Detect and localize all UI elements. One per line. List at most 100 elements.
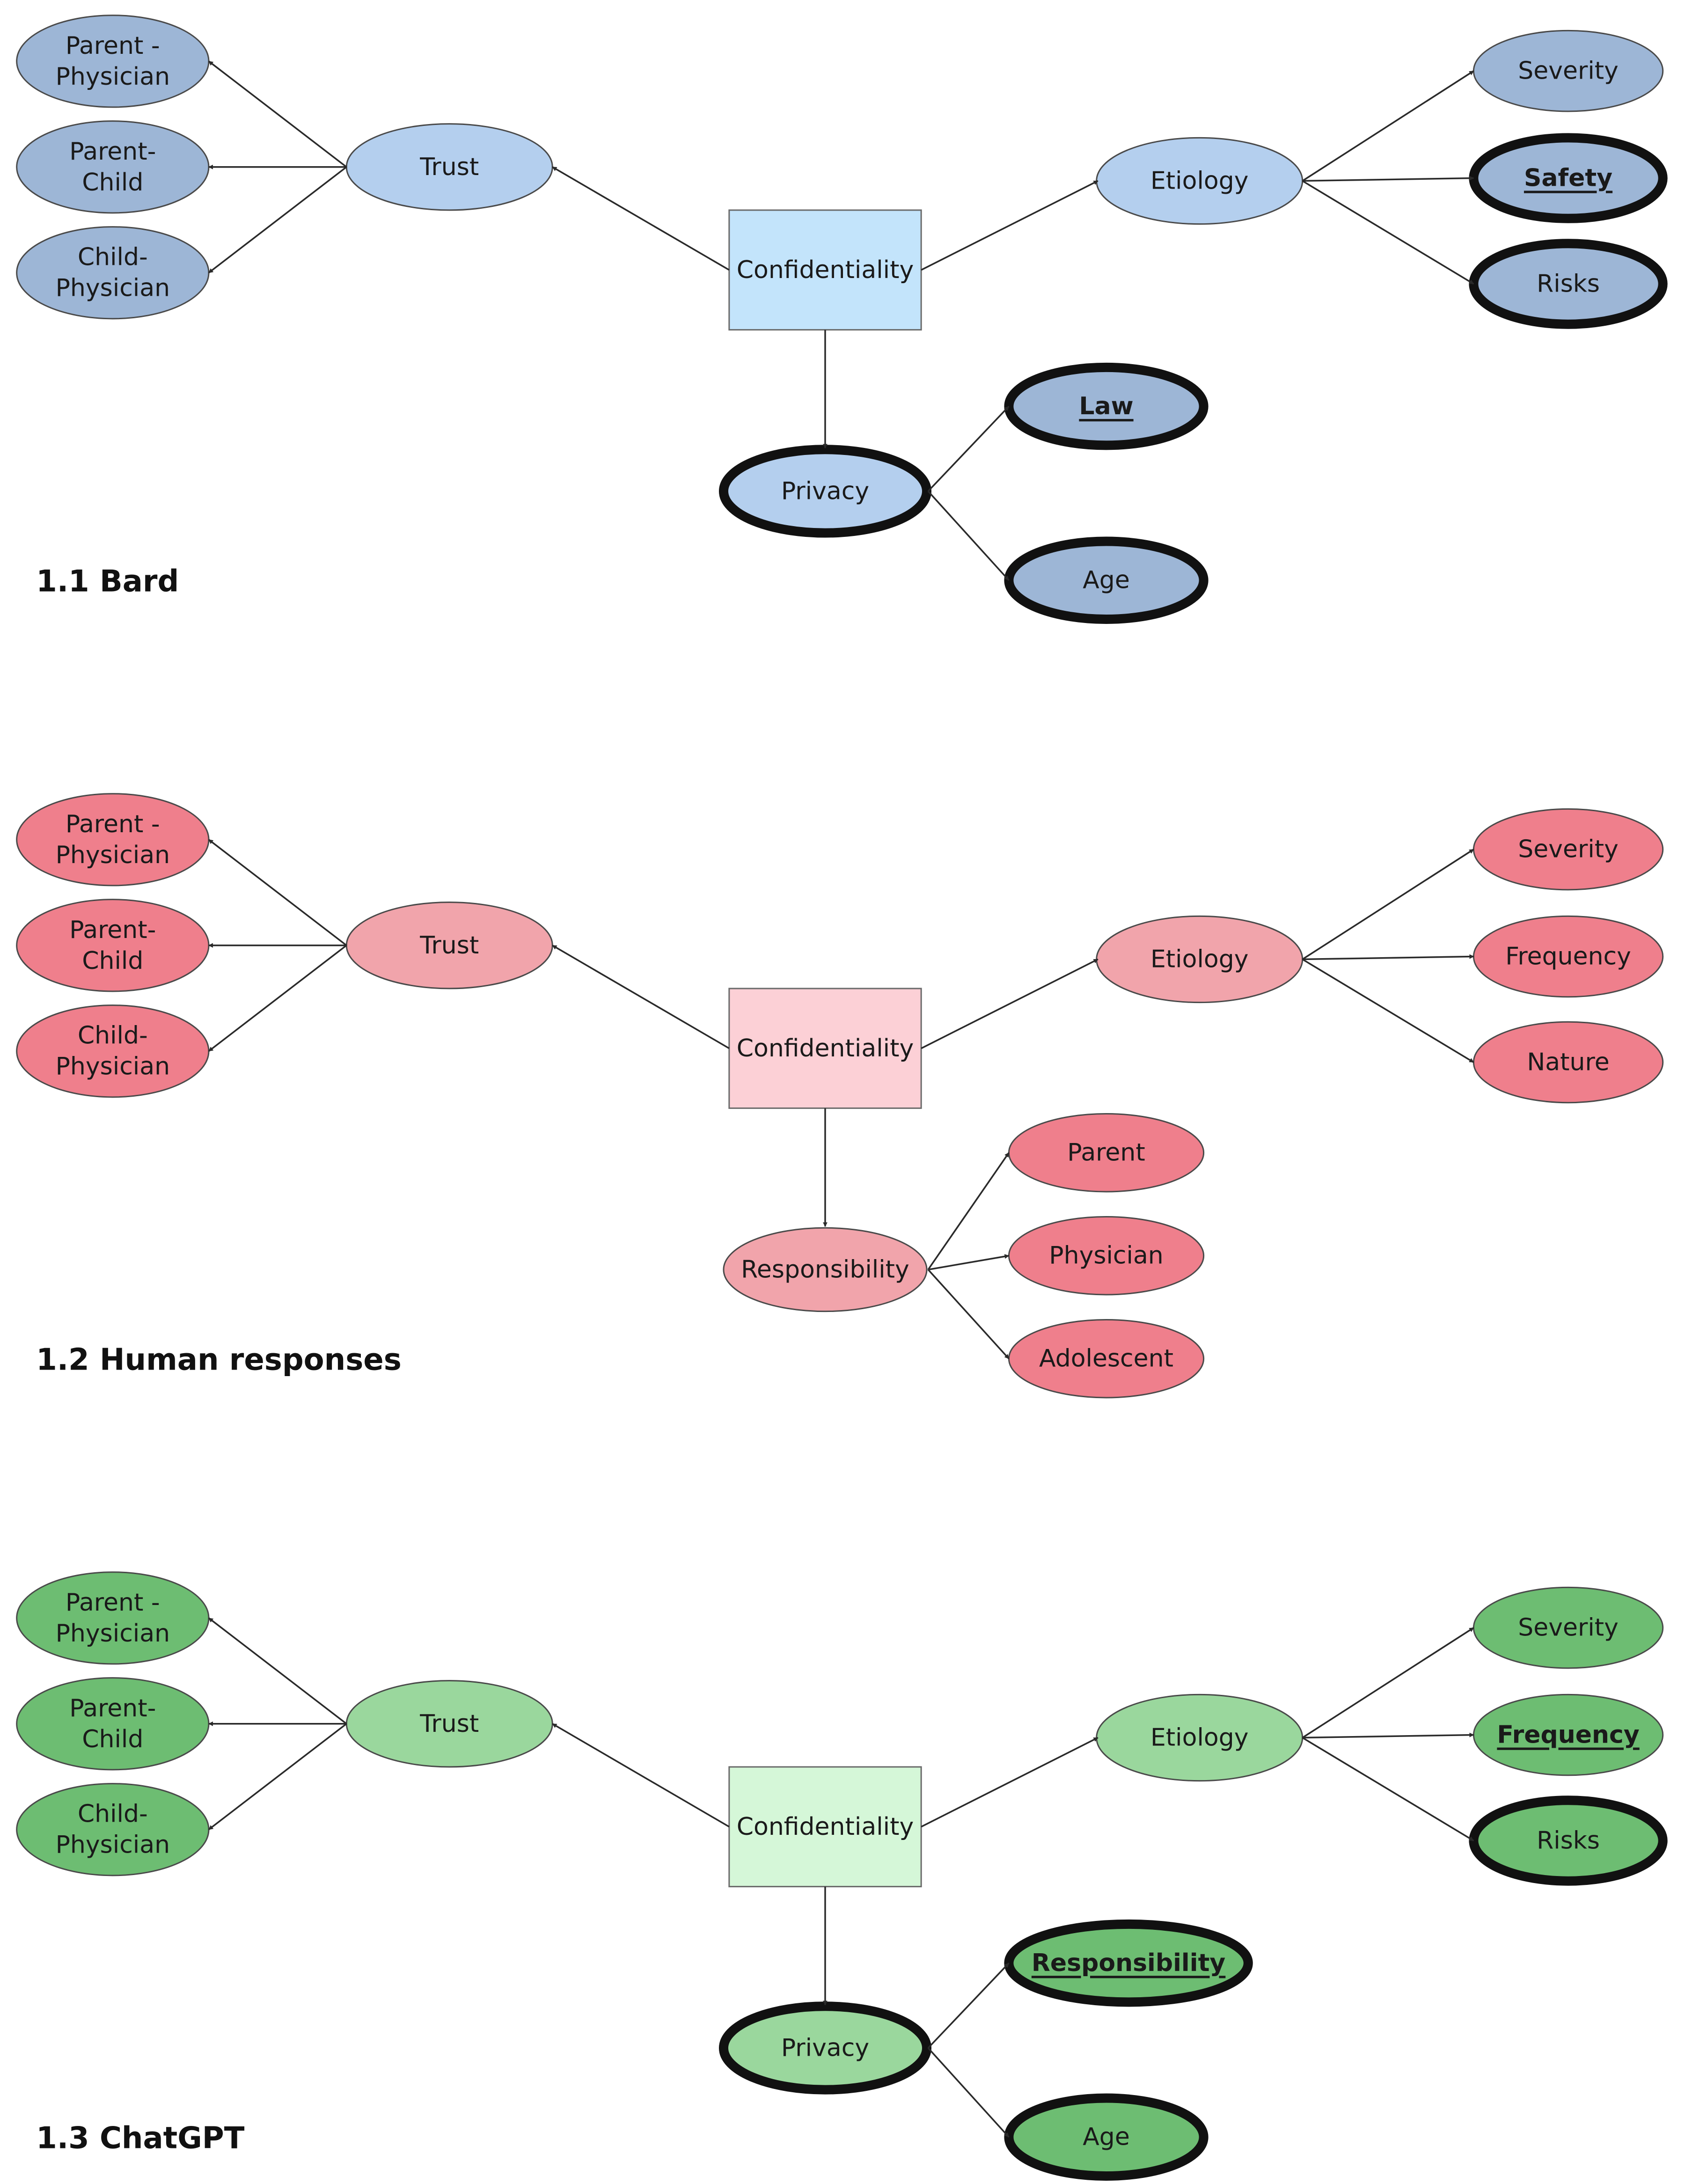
node-risks: Risks [1469,239,1668,329]
node-confidentiality: Confidentiality [728,1766,922,1888]
edge-etiology-to-nature [1302,958,1474,1063]
trust-label: Trust [419,153,479,181]
node-parent-physician-label-line-1: Parent - [66,1589,160,1617]
node-child-physician: Child-Physician [16,1783,210,1876]
node-law-label: Law [1079,392,1133,420]
edge-confidentiality-to-etiology [921,1737,1099,1828]
node-parent-physician-shape [16,15,210,108]
edge-trust-to-child-physician [208,945,347,1052]
edge-confidentiality-to-etiology [921,180,1099,271]
confidentiality-label: Confidentiality [737,1034,914,1063]
node-severity: Severity [1472,1586,1664,1669]
node-child-physician-label-line-2: Physician [56,1053,170,1081]
confidentiality-box [728,1766,922,1888]
panel-title: 1.3 ChatGPT [36,2121,244,2156]
node-responsibility: Responsibility [723,1227,928,1312]
node-child-physician: Child- Physician [16,1004,210,1098]
node-child-physician-label-line-1: Child- [78,1022,148,1050]
node-parent-label: Parent [1067,1139,1145,1167]
node-etiology: Etiology [1096,137,1304,225]
node-nature-label: Nature [1527,1048,1609,1076]
panel-title: 1.2 Human responses [36,1343,402,1378]
edge-etiology-to-severity [1302,70,1474,182]
node-parent-child-shape [16,120,210,214]
node-child-physician-label-line-1: Child- [78,1800,148,1828]
confidentiality-label: Confidentiality [737,1813,914,1841]
panel-title: 1.1 Bard [36,564,179,599]
node-privacy-shape [718,2001,932,2095]
node-child-physician-shape [16,1004,210,1098]
node-law: Law [1004,362,1209,450]
node-privacy: Privacy [718,445,932,538]
node-parent-physician-label-line-2: Physician [56,1620,170,1648]
node-privacy: Privacy [718,2001,932,2095]
node-parent-physician: Parent - Physician [16,15,210,108]
edge-confidentiality-to-trust [552,166,730,271]
edge-trust-to-child-physician [208,1723,347,1831]
node-parent-physician-label-line-2: Physician [56,841,170,869]
node-adolescent: Adolescent [1008,1319,1205,1399]
edge-etiology-to-risks [1302,180,1474,285]
node-parent-physician-label-line-1: Parent - [66,32,160,60]
etiology-label: Etiology [1150,945,1249,973]
node-responsibility-label: Responsibility [1032,1949,1225,1977]
node-physician: Physician [1008,1216,1205,1296]
node-child-physician-shape [16,226,210,320]
node-age-label: Age [1083,2123,1130,2151]
edge-trust-to-parent-physician [208,839,347,946]
node-parent-physician-label-line-1: Parent - [66,810,160,838]
node-frequency-label: Frequency [1497,1721,1639,1749]
node-responsibility-shape [723,1227,928,1312]
edge-privacy-to-law [927,405,1010,492]
edge-privacy-to-age [927,491,1010,581]
node-severity: Severity [1472,808,1664,891]
trust-label: Trust [419,931,479,960]
responsibility-label: Responsibility [741,1255,909,1283]
confidentiality-box [728,209,922,331]
trust-label: Trust [419,1710,479,1738]
node-age: Age [1004,2093,1209,2181]
node-parent-physician-shape [16,793,210,887]
node-parent-child-label-line-2: Child [82,1725,143,1753]
node-parent-physician: Parent - Physician [16,793,210,887]
node-severity-label: Severity [1518,1614,1619,1642]
edge-privacy-to-age [927,2047,1010,2138]
edge-confidentiality-to-trust [552,945,730,1049]
node-trust: Trust [345,123,553,211]
confidentiality-label: Confidentiality [737,256,914,284]
edge-confidentiality-to-trust [552,1723,730,1828]
edge-responsibility-to-parent [927,1152,1010,1270]
edge-etiology-to-risks [1302,1737,1474,1841]
edge-privacy-to-responsibility [927,1962,1010,2049]
edge-responsibility-to-adolescent [927,1269,1010,1359]
node-parent-child-label-line-1: Parent- [69,138,156,166]
node-frequency-label: Frequency [1505,943,1631,971]
edge-etiology-to-frequency [1302,954,1474,960]
node-trust: Trust [345,1680,553,1768]
privacy-label: Privacy [781,2034,869,2062]
node-confidentiality: Confidentiality [728,209,922,331]
node-severity-label: Severity [1518,57,1619,85]
confidentiality-box [728,988,922,1109]
node-parent: Parent [1008,1113,1205,1193]
node-parent-physician-shape [16,1571,210,1665]
edge-trust-to-parent-physician [208,1617,347,1725]
node-child-physician-shape [16,1783,210,1876]
edge-responsibility-to-physician [928,1254,1010,1271]
node-parent-child-label-line-1: Parent- [69,1694,156,1722]
etiology-label: Etiology [1150,1723,1249,1752]
node-safety-label: Safety [1524,164,1612,192]
node-parent-physician: Parent - Physician [16,1571,210,1665]
node-physician-label: Physician [1049,1242,1164,1270]
node-child-physician: Child-Physician [16,226,210,320]
node-parent-child-label-line-1: Parent- [69,916,156,944]
node-privacy-shape [718,445,932,538]
node-parent-physician-label-line-2: Physician [56,63,170,91]
node-responsibility: Responsibility [1004,1919,1253,2007]
node-risks: Risks [1469,1796,1668,1886]
